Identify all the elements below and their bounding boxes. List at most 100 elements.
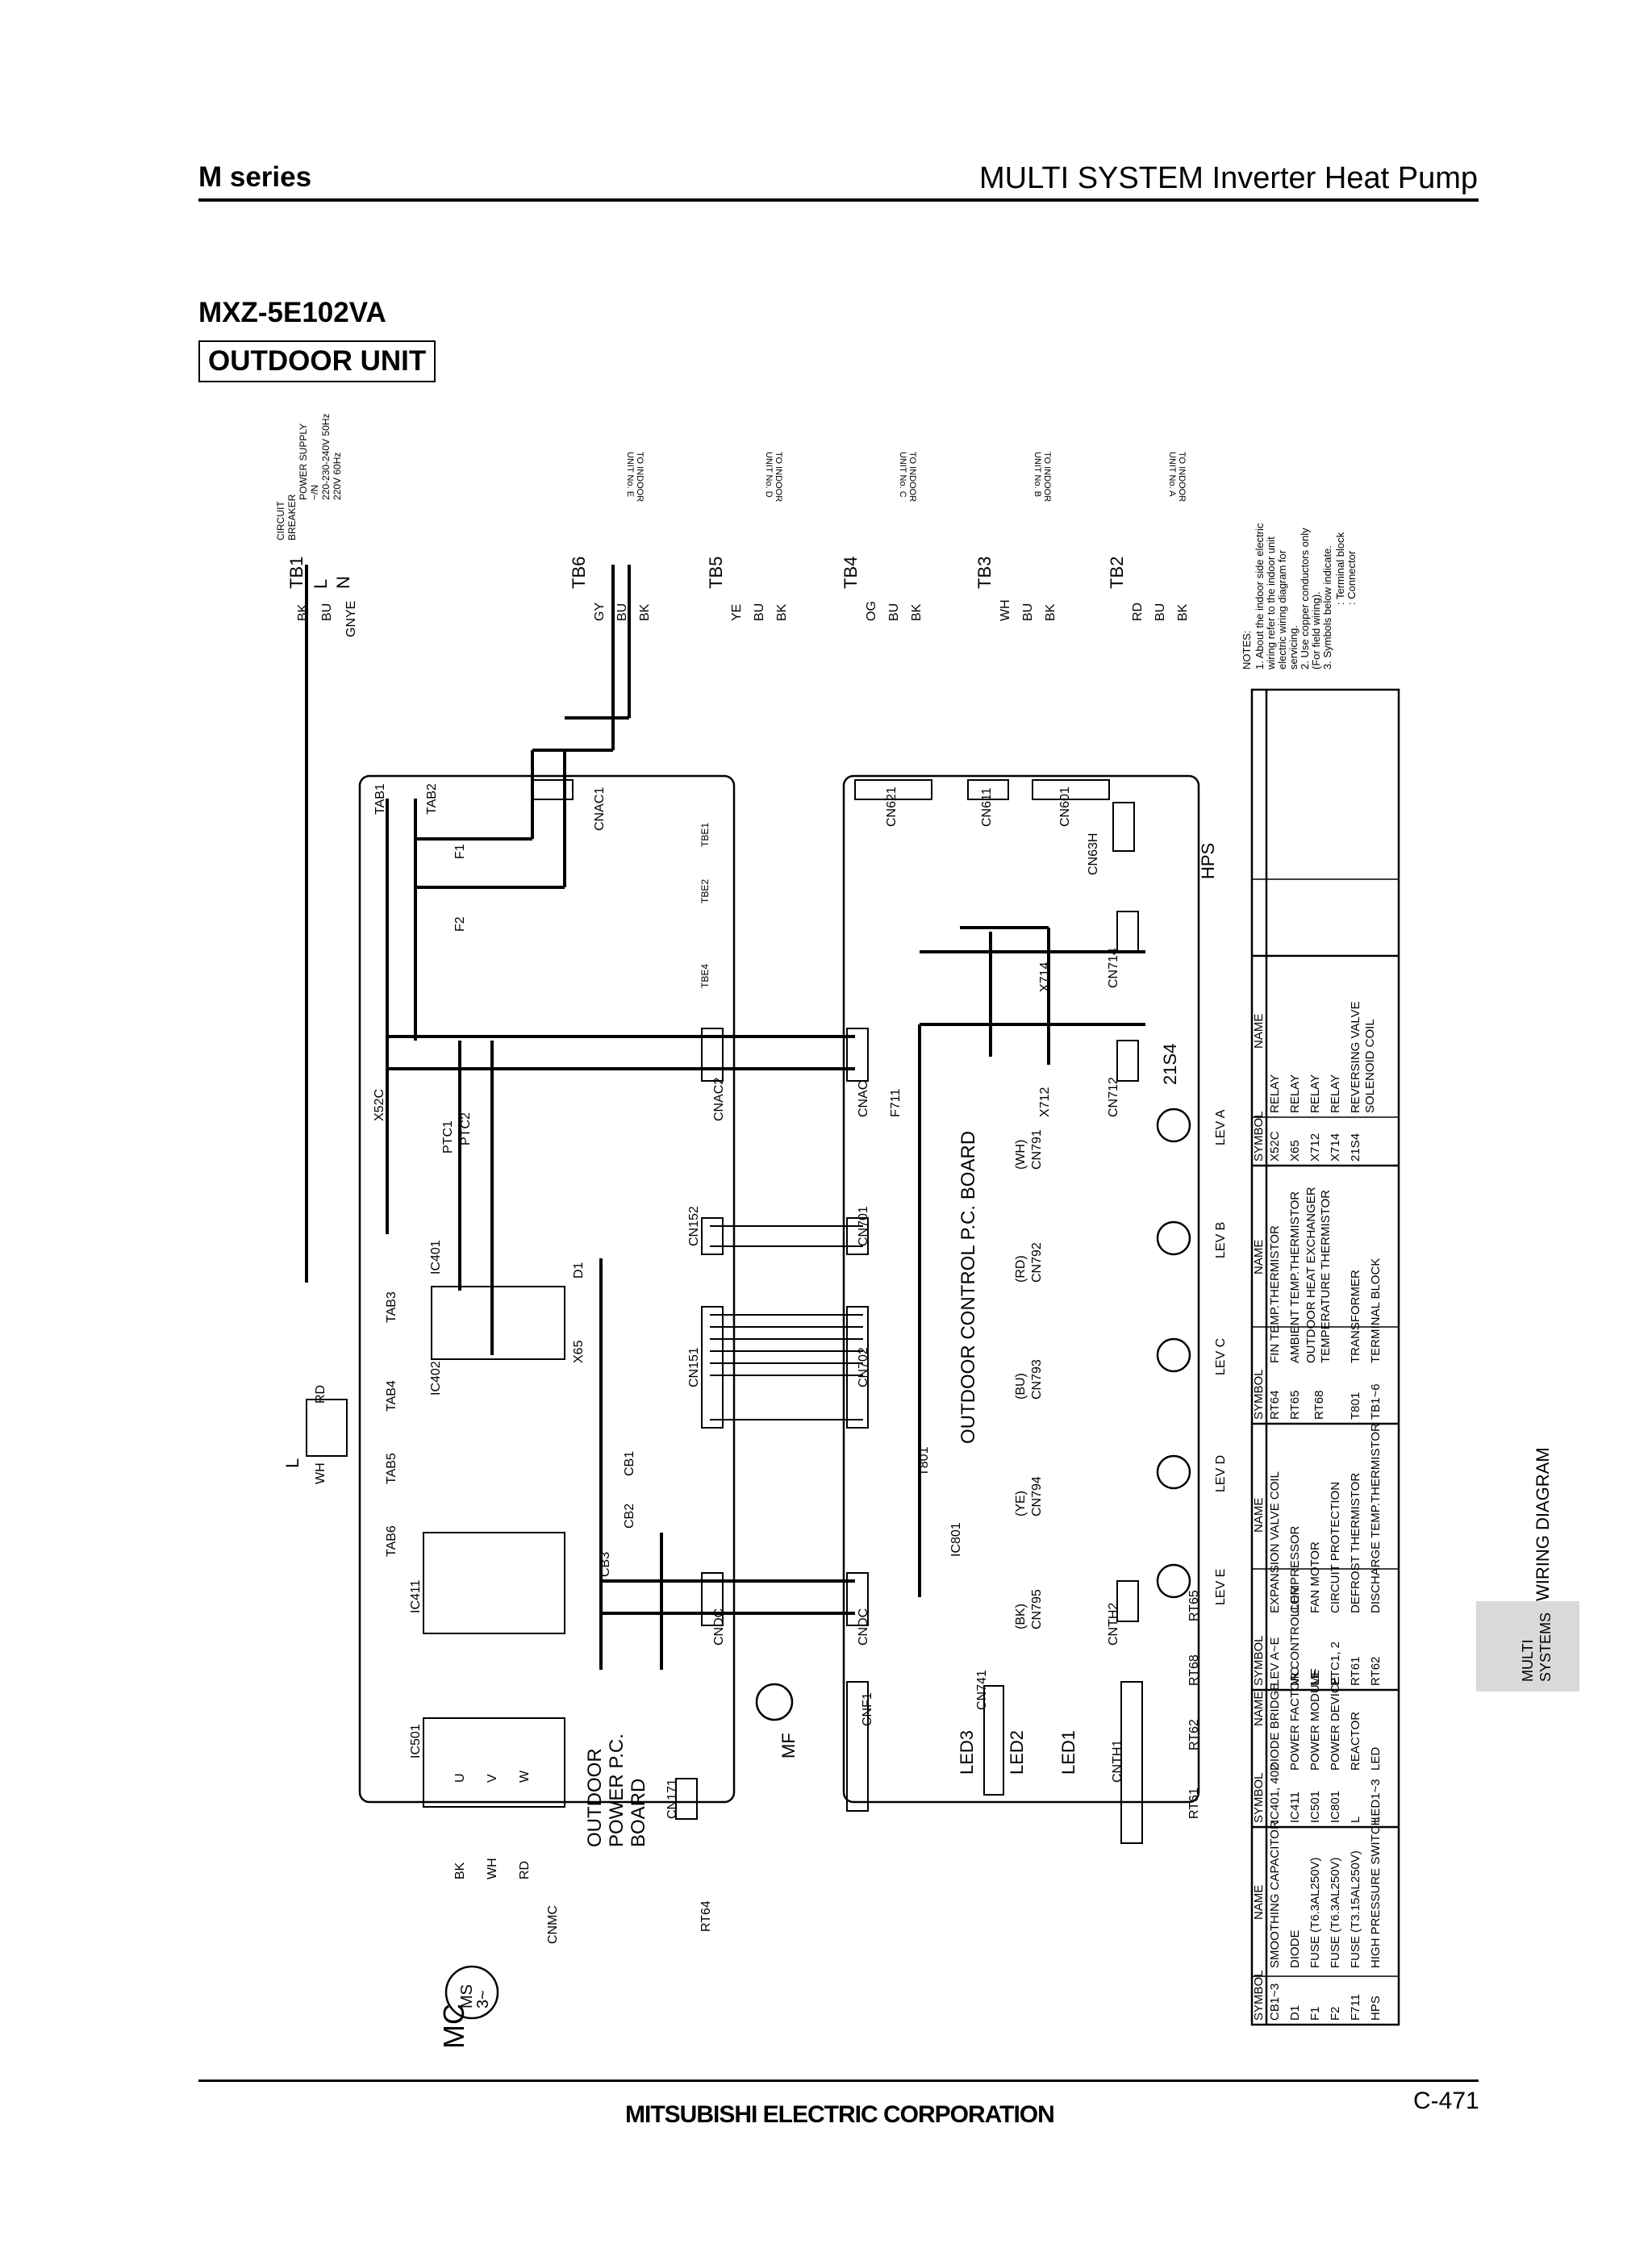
svg-text:X65: X65 bbox=[1288, 1140, 1302, 1162]
supply-label-3: 220-230-240V 50Hz bbox=[320, 414, 332, 500]
svg-text:RT62: RT62 bbox=[1187, 1719, 1201, 1750]
legend-table bbox=[1250, 688, 1400, 2026]
page-number: C-471 bbox=[1413, 2088, 1479, 2114]
side-tab-multi: MULTI bbox=[1520, 1639, 1536, 1682]
svg-text:RT65: RT65 bbox=[1288, 1391, 1302, 1420]
svg-text:CB3: CB3 bbox=[599, 1552, 612, 1577]
svg-text:1. About the indoor side elect: 1. About the indoor side electric bbox=[1254, 523, 1266, 670]
wire-bu: BU bbox=[320, 603, 334, 621]
svg-text:IC401: IC401 bbox=[429, 1240, 443, 1274]
indoor-tb-d: TB5 YE BU BK TO INDOOR UNIT No. D bbox=[706, 452, 789, 621]
svg-text:OUTDOOR HEAT EXCHANGER: OUTDOOR HEAT EXCHANGER bbox=[1304, 1187, 1318, 1363]
svg-text:BU: BU bbox=[615, 603, 629, 621]
svg-text:LED3: LED3 bbox=[957, 1730, 977, 1775]
svg-text:NAME: NAME bbox=[1252, 1692, 1266, 1726]
legend-text: SYMBOL NAME CB1~3 SMOOTHING CAPACITOR D1… bbox=[1252, 1001, 1383, 2021]
series-title: M series bbox=[198, 161, 312, 193]
control-board-title: OUTDOOR CONTROL P.C. BOARD bbox=[957, 1131, 979, 1444]
svg-text:RT68: RT68 bbox=[1187, 1654, 1201, 1686]
svg-text:LEV A~E: LEV A~E bbox=[1268, 1637, 1282, 1686]
indoor-tb-c: TB4 OG BU BK TO INDOOR UNIT No. C bbox=[841, 452, 924, 621]
svg-text:CN795: CN795 bbox=[1030, 1589, 1044, 1629]
svg-text:L: L bbox=[282, 1458, 302, 1468]
svg-text:V: V bbox=[486, 1774, 499, 1783]
svg-text:TB3: TB3 bbox=[974, 557, 995, 589]
svg-text:: Connector: : Connector bbox=[1345, 550, 1358, 605]
svg-text:IC402: IC402 bbox=[429, 1361, 443, 1395]
indoor-tb-e: TB6 GY BU BK TO INDOOR UNIT No. E bbox=[569, 452, 652, 621]
wire-gnye: GNYE bbox=[344, 601, 358, 637]
svg-text:TBE2: TBE2 bbox=[699, 879, 711, 903]
svg-text:HPS: HPS bbox=[1369, 1996, 1383, 2021]
svg-text:LED1~3: LED1~3 bbox=[1369, 1779, 1383, 1823]
svg-text:POWER MODULE: POWER MODULE bbox=[1308, 1670, 1322, 1771]
power-board-title-3: BOARD bbox=[628, 1779, 649, 1847]
svg-text:(For field wiring).: (For field wiring). bbox=[1310, 591, 1322, 670]
svg-text:POWER DEVICE: POWER DEVICE bbox=[1329, 1676, 1342, 1771]
svg-text:X714: X714 bbox=[1038, 962, 1052, 992]
lev-motors bbox=[444, 1108, 1191, 2020]
svg-text:YE: YE bbox=[730, 604, 744, 621]
page-title: MULTI SYSTEM Inverter Heat Pump bbox=[978, 161, 1478, 195]
lev-labels: CN791 (WH) LEV A CN792 (RD) LEV B CN793 … bbox=[1014, 1109, 1228, 1629]
svg-text:RELAY: RELAY bbox=[1308, 1074, 1322, 1113]
compressor-labels: MC MS 3~ CNMC BK WH RD bbox=[437, 1858, 560, 2049]
side-tab-systems: SYSTEMS bbox=[1537, 1612, 1554, 1682]
svg-text:BK: BK bbox=[1176, 603, 1190, 621]
svg-text:TO INDOOR: TO INDOOR bbox=[774, 452, 783, 502]
svg-text:CN794: CN794 bbox=[1030, 1476, 1044, 1516]
svg-text:PTC1, 2: PTC1, 2 bbox=[1329, 1642, 1342, 1686]
svg-text:RELAY: RELAY bbox=[1329, 1074, 1342, 1113]
svg-text:SYMBOL: SYMBOL bbox=[1252, 1111, 1266, 1162]
svg-text:MC: MC bbox=[1288, 1667, 1302, 1686]
svg-text:TB4: TB4 bbox=[841, 557, 861, 589]
svg-text:F2: F2 bbox=[1329, 2006, 1342, 2021]
svg-text:CN791: CN791 bbox=[1030, 1129, 1044, 1170]
svg-text:RELAY: RELAY bbox=[1268, 1074, 1282, 1113]
svg-text:X714: X714 bbox=[1329, 1133, 1342, 1162]
svg-text:wiring refer to the indoor uni: wiring refer to the indoor unit bbox=[1265, 536, 1277, 670]
svg-text:BU: BU bbox=[1153, 603, 1167, 621]
power-board-title-2: POWER P.C. bbox=[606, 1733, 628, 1847]
svg-text:TO INDOOR: TO INDOOR bbox=[1042, 452, 1052, 502]
svg-text:CN793: CN793 bbox=[1030, 1359, 1044, 1400]
svg-text:SYMBOL: SYMBOL bbox=[1252, 1772, 1266, 1823]
svg-text:NAME: NAME bbox=[1252, 1498, 1266, 1533]
svg-text:BU: BU bbox=[887, 603, 901, 621]
svg-text:RT62: RT62 bbox=[1369, 1657, 1383, 1686]
svg-text:UNIT No. E: UNIT No. E bbox=[625, 452, 635, 497]
svg-text:NAME: NAME bbox=[1252, 1885, 1266, 1920]
svg-text:D1: D1 bbox=[1288, 2005, 1302, 2021]
svg-text:RD: RD bbox=[1131, 603, 1145, 621]
svg-text:CN792: CN792 bbox=[1030, 1242, 1044, 1283]
svg-text:TEMPERATURE THERMISTOR: TEMPERATURE THERMISTOR bbox=[1319, 1190, 1333, 1363]
svg-text:LEV B: LEV B bbox=[1214, 1222, 1228, 1258]
svg-text:MS: MS bbox=[458, 1984, 476, 2009]
svg-text:X712: X712 bbox=[1308, 1133, 1322, 1162]
svg-text:BK: BK bbox=[1044, 603, 1058, 621]
svg-text:WH: WH bbox=[314, 1462, 327, 1484]
svg-text:CB2: CB2 bbox=[623, 1504, 636, 1529]
svg-text:LEV C: LEV C bbox=[1214, 1338, 1228, 1375]
supply-label-2: ~/N bbox=[309, 485, 320, 500]
svg-text:3~: 3~ bbox=[474, 1990, 492, 2009]
svg-text:TAB1: TAB1 bbox=[373, 783, 387, 815]
svg-text:CN701: CN701 bbox=[857, 1206, 870, 1246]
svg-text:TAB3: TAB3 bbox=[385, 1291, 398, 1323]
svg-text:CNTH2: CNTH2 bbox=[1107, 1603, 1120, 1646]
svg-text:L: L bbox=[1349, 1817, 1362, 1823]
svg-text:REACTOR: REACTOR bbox=[1349, 1712, 1362, 1771]
svg-text:CIRCUIT PROTECTION: CIRCUIT PROTECTION bbox=[1329, 1482, 1342, 1613]
connectors bbox=[532, 779, 1143, 1844]
svg-text:SYMBOL: SYMBOL bbox=[1252, 1970, 1266, 2021]
svg-text:(BU): (BU) bbox=[1014, 1373, 1028, 1400]
breaker-label-2: BREAKER bbox=[286, 494, 298, 540]
ic-blocks bbox=[306, 1286, 565, 1808]
control-pc-board bbox=[842, 774, 1200, 1804]
terminal-l: L bbox=[311, 579, 331, 589]
svg-text:IC501: IC501 bbox=[1308, 1791, 1322, 1823]
svg-text:IC411: IC411 bbox=[409, 1579, 423, 1613]
svg-text:RT65: RT65 bbox=[1187, 1590, 1201, 1621]
svg-text:NOTES:: NOTES: bbox=[1241, 631, 1253, 670]
svg-text:T801: T801 bbox=[917, 1446, 931, 1476]
